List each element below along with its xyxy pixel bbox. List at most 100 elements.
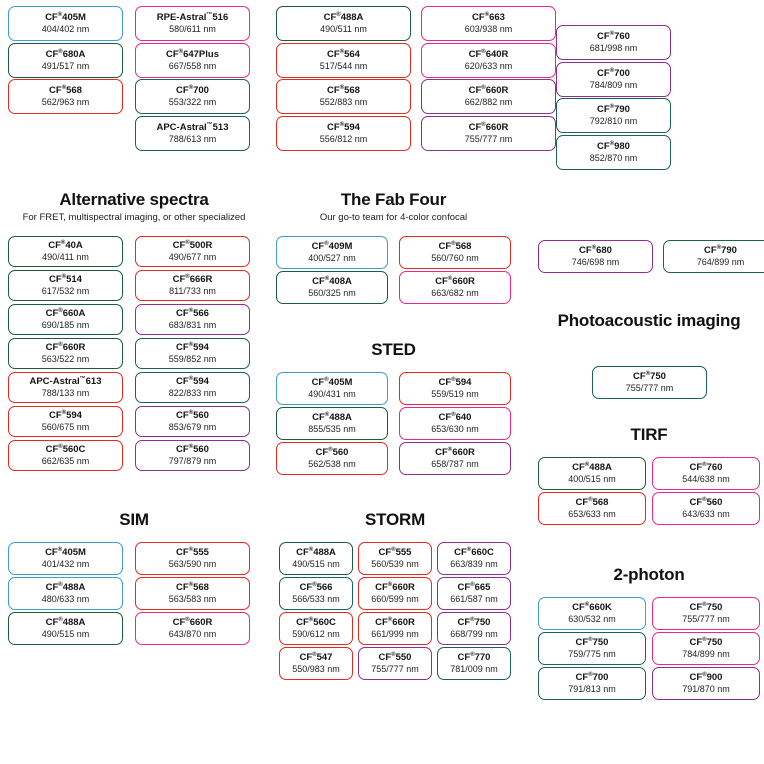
dye-wavelengths: 811/733 nm [169,286,216,296]
trademark-symbol: ® [61,273,67,280]
dye-wavelengths: 755/777 nm [625,383,674,393]
dye-wavelengths: 643/870 nm [168,629,217,639]
dye-name: CF®660R [435,275,475,287]
dye-name: CF®566 [299,581,333,593]
trademark-symbol: ® [178,48,184,55]
dye-name: CF®980 [597,140,630,152]
dye-name: CF®900 [689,671,723,683]
dye-name: CF®700 [575,671,609,683]
dye-name: CF®566 [176,307,209,319]
dye-name: CF®663 [472,11,505,23]
dye-name: CF®500R [172,239,213,251]
dye-wavelengths: 658/787 nm [431,459,479,469]
dye-name: CF®560C [296,616,336,628]
dye-wavelengths: 746/698 nm [571,257,620,267]
trademark-symbol: ® [588,671,593,678]
trademark-symbol: ® [188,84,194,91]
dye-wavelengths: 759/775 nm [568,649,616,659]
dye-wavelengths: 544/638 nm [682,474,730,484]
dye-wavelengths: 755/777 nm [371,664,419,674]
dye-wavelengths: 590/612 nm [292,629,340,639]
